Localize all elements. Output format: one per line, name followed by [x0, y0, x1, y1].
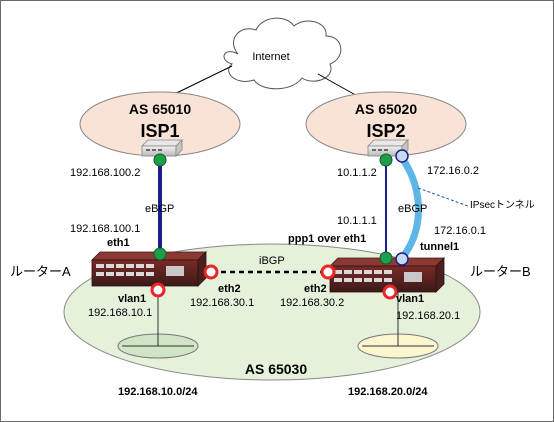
- router-b-tunnel1-port: [395, 252, 409, 266]
- router-a-vlan1-port: [150, 282, 166, 298]
- isp1-port: [153, 153, 167, 167]
- router-a-ebgp-label: eBGP: [145, 203, 174, 215]
- router-a-eth2-port: [203, 264, 219, 280]
- router-a-vlan-address: 192.168.10.1: [88, 307, 152, 319]
- ipsec-label: IPsecトンネル: [470, 199, 535, 211]
- lan-a-network: 192.168.10.0/24: [118, 386, 198, 398]
- router-b-eth2-label: eth2: [304, 283, 327, 295]
- lan-b-network: 192.168.20.0/24: [348, 386, 428, 398]
- isp2-address: 10.1.1.2: [337, 167, 377, 179]
- internet-label: Internet: [252, 51, 289, 63]
- router-b-tunnel-label: tunnel1: [420, 241, 459, 253]
- isp2-as-label: AS 65020: [355, 101, 417, 117]
- router-a-eth1-port: [153, 247, 167, 261]
- router-a-eth2-address: 192.168.30.1: [190, 297, 254, 309]
- isp2-name: ISP2: [366, 121, 405, 141]
- isp2-switch-icon: [367, 139, 409, 157]
- router-a-name: ルーターA: [10, 264, 71, 279]
- router-b-tunnel-address: 172.16.0.1: [434, 225, 486, 237]
- isp1-name: ISP1: [140, 121, 179, 141]
- as-local-label: AS 65030: [245, 361, 307, 377]
- router-a-eth1-label: eth1: [107, 237, 130, 249]
- ipsec-tunnel: [398, 154, 422, 262]
- router-b-vlan-address: 192.168.20.1: [396, 310, 460, 322]
- router-b-vlan1-port: [382, 284, 398, 300]
- router-b-ppp-address: 10.1.1.1: [337, 215, 377, 227]
- router-b-eth2-address: 192.168.30.2: [280, 297, 344, 309]
- router-a-eth1-address: 192.168.100.1: [70, 223, 140, 235]
- router-a-icon: [91, 251, 207, 287]
- internet-cloud: Internet: [223, 17, 342, 90]
- router-b-ebgp-label: eBGP: [398, 203, 427, 215]
- isp2-port: [379, 153, 393, 167]
- router-b-ppp1-port: [379, 251, 393, 265]
- isp2-tunnel-address: 172.16.0.2: [427, 165, 479, 177]
- router-b-ppp-label: ppp1 over eth1: [288, 233, 366, 245]
- ibgp-label: iBGP: [259, 255, 285, 267]
- isp1-as-label: AS 65010: [129, 101, 191, 117]
- router-b-name: ルーターB: [470, 264, 531, 279]
- isp2-tunnel-port: [395, 149, 409, 163]
- router-a-eth2-label: eth2: [218, 283, 241, 295]
- router-b-vlan-label: vlan1: [396, 293, 424, 305]
- isp1-switch-icon: [141, 139, 183, 157]
- ipsec-callout-line: [417, 187, 469, 207]
- router-b-eth2-port: [320, 264, 336, 280]
- isp1-address: 192.168.100.2: [70, 167, 140, 179]
- router-a-vlan-label: vlan1: [118, 293, 146, 305]
